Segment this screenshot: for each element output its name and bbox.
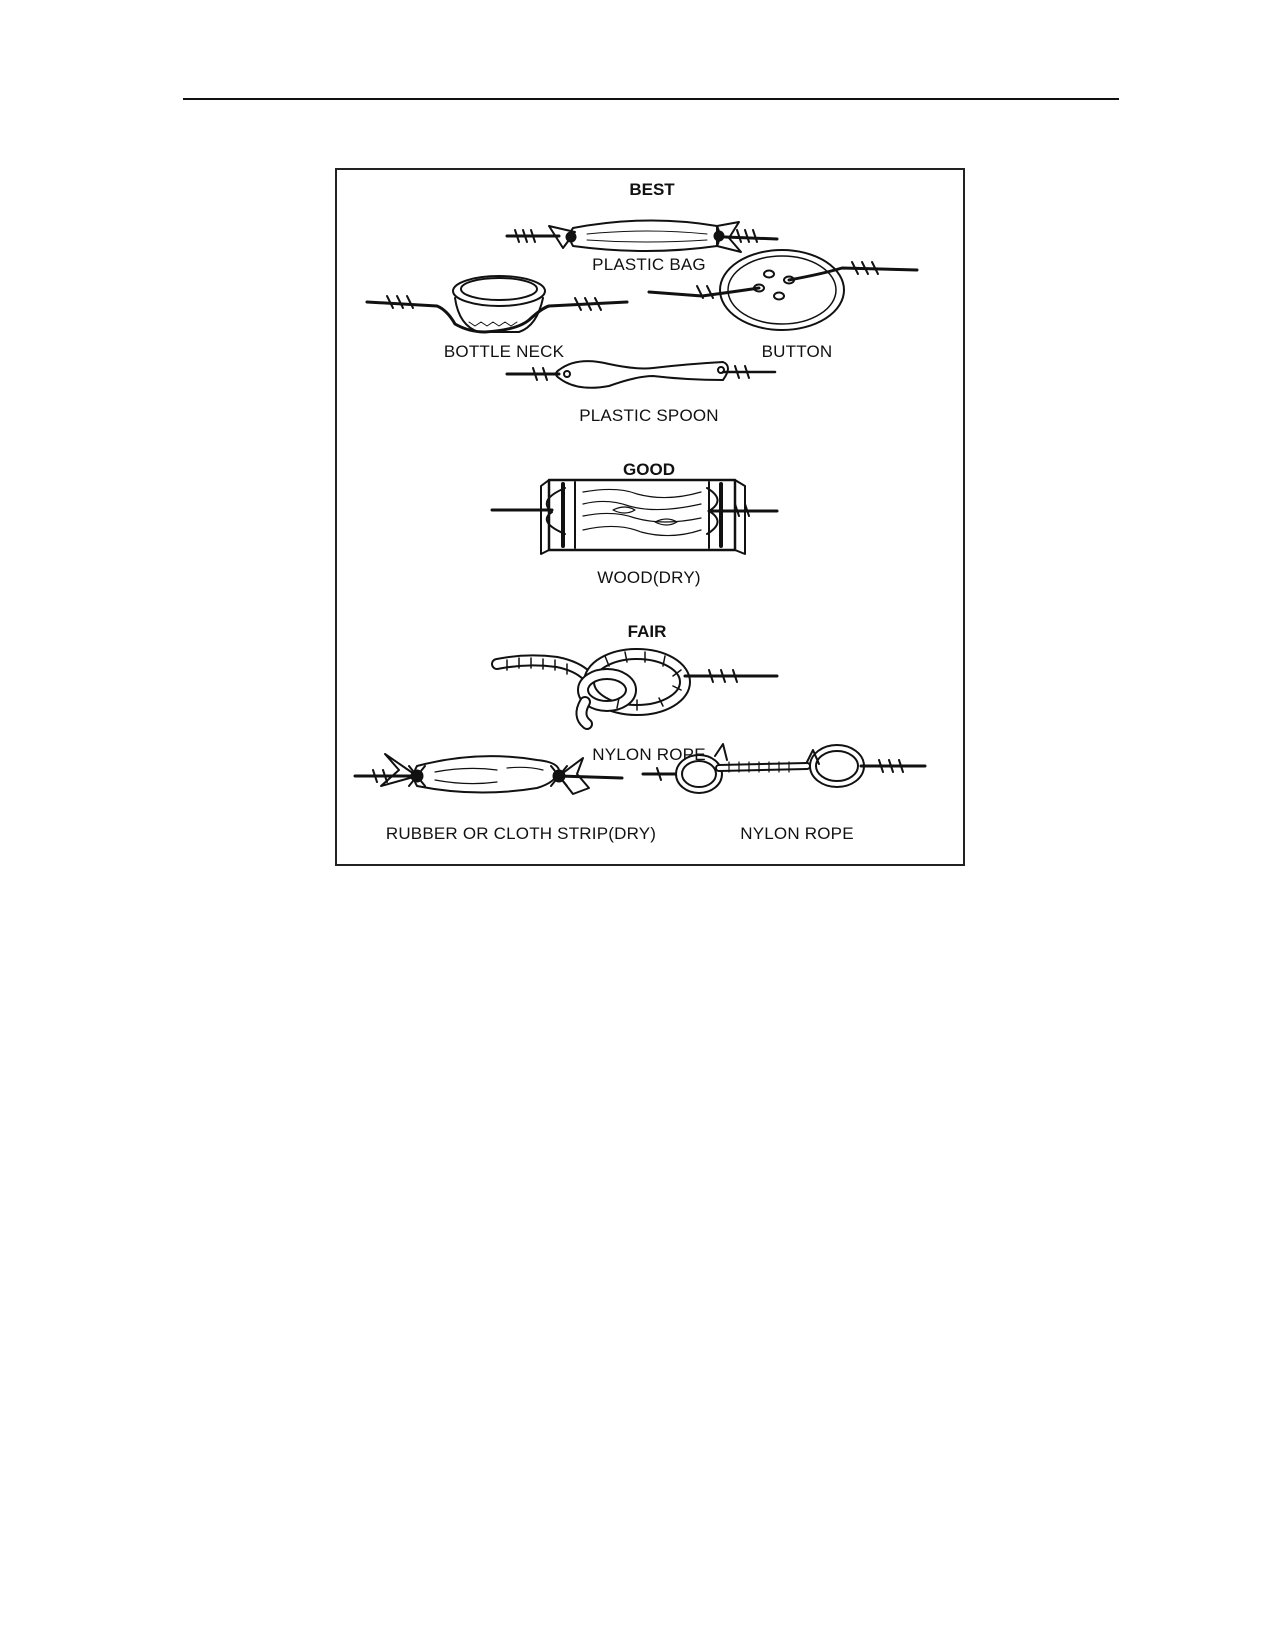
label-rubber-cloth-strip: RUBBER OR CLOTH STRIP(DRY) — [385, 824, 657, 843]
nylon-rope-small-illustration — [641, 743, 927, 794]
label-button: BUTTON — [761, 342, 833, 361]
wood-illustration — [490, 478, 779, 555]
rubber-cloth-strip-illustration — [353, 753, 624, 795]
figure-frame: BEST PLASTIC BAG BOTTLE NECK BUTTON PLAS… — [335, 168, 965, 866]
nylon-rope-illustration — [491, 648, 779, 730]
section-heading-fair: FAIR — [627, 622, 667, 641]
label-bottle-neck: BOTTLE NECK — [443, 342, 565, 361]
bottle-neck-illustration — [365, 275, 629, 334]
label-wood-dry: WOOD(DRY) — [597, 568, 701, 587]
section-heading-good: GOOD — [623, 460, 675, 479]
plastic-bag-illustration — [505, 219, 779, 253]
plastic-spoon-illustration — [505, 360, 777, 389]
label-plastic-spoon: PLASTIC SPOON — [579, 406, 719, 425]
label-plastic-bag: PLASTIC BAG — [592, 255, 706, 274]
figure-illustration — [353, 219, 927, 795]
page-header-rule — [183, 98, 1119, 100]
label-nylon-rope: NYLON ROPE — [592, 745, 706, 764]
button-illustration — [647, 249, 919, 331]
label-nylon-rope-small: NYLON ROPE — [740, 824, 854, 843]
section-heading-best: BEST — [629, 180, 675, 199]
